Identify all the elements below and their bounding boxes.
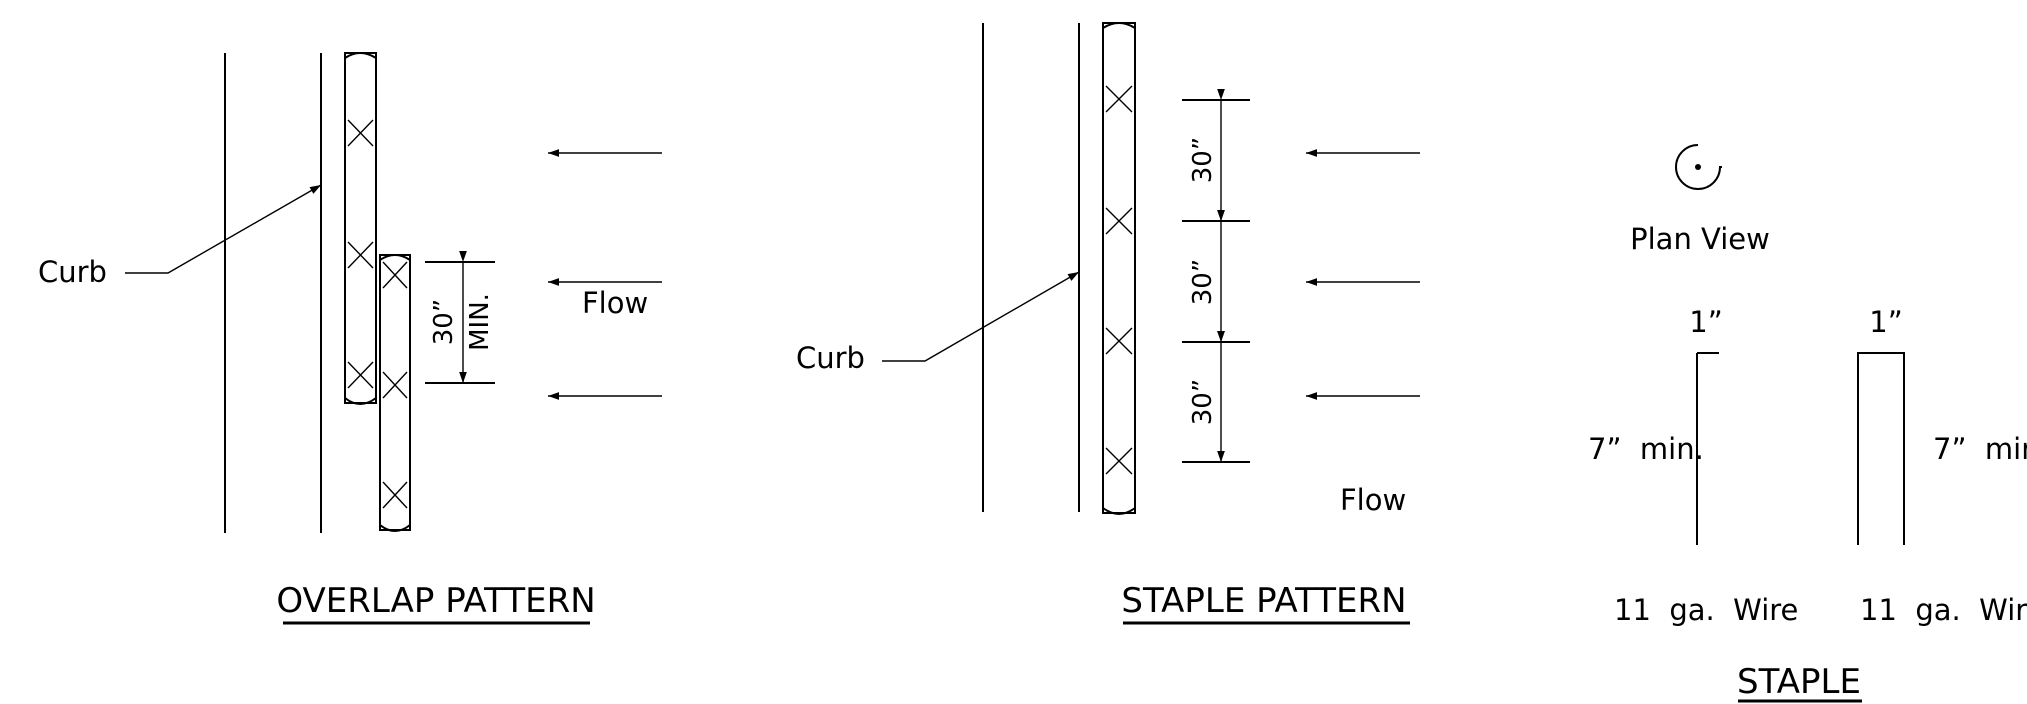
staple-mark [1105, 447, 1133, 475]
overlap-pattern-title: OVERLAP PATTERN [276, 581, 595, 621]
staple-pattern-dimensions: 30” 30” 30” [1182, 89, 1250, 463]
staple-mark [1105, 85, 1133, 113]
staple-pattern-roll [1102, 22, 1136, 515]
staple-pattern-title: STAPLE PATTERN [1121, 581, 1406, 621]
staple-mark [347, 119, 374, 147]
overlap-pattern: Curb 30” MIN. Flow OVERLAP PATTERN [38, 52, 662, 625]
staple-mark [347, 361, 374, 389]
staple-width-label-2: 1” [1869, 305, 1902, 339]
overlap-curb-label: Curb [38, 255, 107, 289]
overlap-dim-note: MIN. [465, 293, 495, 351]
staple-pattern-curb-leader [882, 271, 1080, 362]
plan-view-symbol [1675, 144, 1722, 190]
staple-mark [382, 371, 408, 399]
staple-dim-2: 30” [1188, 259, 1218, 306]
staple-wire-side-view [1696, 352, 1719, 545]
staple-length-label-1: 7” min. [1588, 432, 1704, 466]
staple-mark [1105, 207, 1133, 235]
staple-wire-label-1: 11 ga. Wire [1614, 593, 1798, 627]
staple-dim-3: 30” [1188, 379, 1218, 426]
staple-mark [1105, 327, 1133, 355]
overlap-dim-value: 30” [429, 299, 459, 346]
overlap-flow-label: Flow [582, 286, 648, 320]
overlap-roll-lower [379, 254, 411, 532]
staple-width-label-1: 1” [1689, 305, 1722, 339]
staple-dim-1: 30” [1188, 137, 1218, 184]
staple-title: STAPLE [1737, 662, 1861, 702]
staple-pattern: Curb 30” 30” 30” Flow STAPLE PATTERN [796, 22, 1420, 625]
overlap-curb-leader [125, 184, 322, 274]
overlap-roll-upper [344, 52, 377, 405]
staple-pattern-curb-label: Curb [796, 341, 865, 375]
staple-mark [382, 261, 408, 289]
staple-pattern-flow-label: Flow [1340, 483, 1406, 517]
overlap-dimension: 30” MIN. [425, 251, 495, 384]
plan-view-label: Plan View [1630, 222, 1770, 256]
staple-mark [382, 481, 408, 509]
staple-wire-label-2: 11 ga. Wire [1860, 593, 2027, 627]
staple-mark [347, 241, 374, 269]
staple-u-view [1857, 352, 1905, 545]
staple-detail: Plan View 1” 7” min. 11 ga. Wire 1” 7” m… [1588, 144, 2027, 703]
staple-length-label-2: 7” min. [1933, 432, 2027, 466]
